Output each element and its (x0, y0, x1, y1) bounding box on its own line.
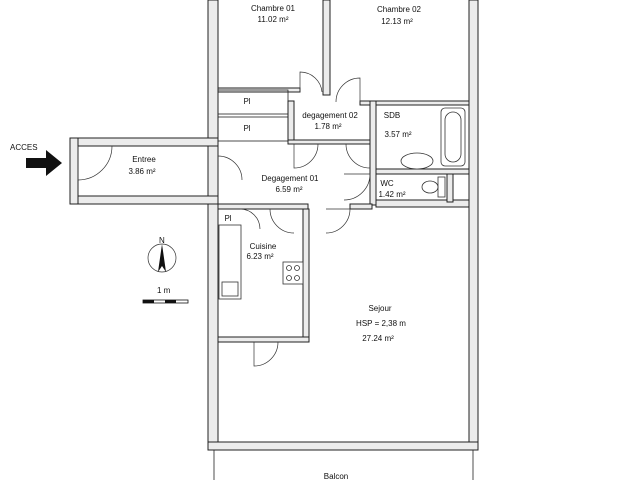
room-area-chambre02: 12.13 m² (381, 17, 413, 26)
burner (294, 275, 300, 281)
room-area-degagement01: 6.59 m² (275, 185, 302, 194)
scale-seg (165, 300, 176, 303)
room-hsp-sejour: HSP = 2,38 m (356, 319, 406, 328)
doors (77, 71, 371, 367)
kitchen-counter (218, 224, 242, 300)
room-name-degagement01: Degagement 01 (262, 174, 319, 183)
wall-sejour-top (349, 203, 373, 210)
room-labels: Chambre 01 11.02 m² Chambre 02 12.13 m² … (128, 4, 421, 480)
door-deg02 (293, 143, 319, 169)
burner (286, 265, 292, 271)
wall-bedroom2-bottom (359, 100, 470, 106)
wall-sdb-left (369, 100, 377, 206)
wall-left-lower (207, 199, 219, 451)
room-area-sdb: 3.57 m² (384, 130, 411, 139)
wall-kitchen-right (302, 208, 310, 342)
wall-entree-bottom (69, 195, 219, 205)
room-area-entree: 3.86 m² (128, 167, 155, 176)
compass: N (147, 236, 177, 273)
door-chambre02 (335, 77, 361, 103)
scale-label: 1 m (157, 286, 171, 295)
scale-bar: 1 m (142, 286, 189, 304)
balcony (213, 450, 474, 480)
door-entree (77, 145, 113, 181)
room-name-wc: WC (380, 179, 394, 188)
bathtub-inner (444, 111, 462, 163)
room-area-chambre01: 11.02 m² (258, 15, 289, 24)
room-name-entree: Entree (132, 155, 156, 164)
wall-entree-top (69, 137, 219, 147)
door-entree-deg (217, 155, 243, 181)
room-area-cuisine: 6.23 m² (246, 252, 273, 261)
room-name-cuisine: Cuisine (250, 242, 277, 251)
kitchen-stove (282, 261, 304, 285)
kitchen-sink (221, 281, 239, 297)
burner (294, 265, 300, 271)
burner (286, 275, 292, 281)
access-label: ACCES (10, 143, 38, 152)
door-pl3 (239, 208, 261, 230)
door-sdb (345, 143, 371, 169)
access-arrow-icon (26, 150, 62, 176)
room-name-sdb: SDB (384, 111, 400, 120)
wall-entree-left (69, 137, 79, 205)
fixtures (218, 107, 466, 300)
room-name-chambre01: Chambre 01 (251, 4, 296, 13)
room-name-balcon: Balcon (324, 472, 348, 480)
access-marker: ACCES (10, 143, 62, 176)
sdb-sink (400, 152, 434, 170)
walls (69, 0, 479, 451)
wall-pl2 (217, 116, 289, 142)
room-area-sejour: 27.24 m² (362, 334, 394, 343)
door-wc (343, 173, 371, 201)
wall-deg02-left (287, 100, 295, 144)
door-kitchen-bottom (253, 341, 279, 367)
wall-bottom (207, 441, 479, 451)
wall-deg01-bottom (217, 203, 309, 210)
wall-left-upper (207, 0, 219, 201)
room-area-wc: 1.42 m² (378, 190, 405, 199)
wall-pl1 (217, 89, 289, 115)
room-name-pl3: Pl (224, 214, 231, 223)
door-chambre01 (299, 71, 323, 93)
wall-right (468, 0, 479, 451)
door-cuisine (269, 208, 295, 234)
room-name-chambre02: Chambre 02 (377, 5, 422, 14)
room-name-pl2: Pl (243, 124, 250, 133)
wall-deg02-bottom (287, 139, 373, 145)
wall-sdb-wc (375, 168, 470, 175)
scale-seg (143, 300, 154, 303)
compass-letter: N (159, 236, 165, 245)
wall-kitchen-bottom (217, 336, 310, 343)
wall-bedrooms (322, 0, 331, 96)
room-name-pl1: Pl (243, 97, 250, 106)
wc-tank (437, 176, 446, 198)
room-area-degagement02: 1.78 m² (314, 122, 341, 131)
compass-needle-icon (158, 244, 166, 272)
room-name-degagement02: degagement 02 (302, 111, 358, 120)
wall-wc-bottom (375, 199, 470, 208)
wc-bowl (421, 180, 439, 194)
door-sejour (325, 208, 351, 234)
room-name-sejour: Sejour (368, 304, 391, 313)
wall-wc-duct (446, 173, 454, 203)
